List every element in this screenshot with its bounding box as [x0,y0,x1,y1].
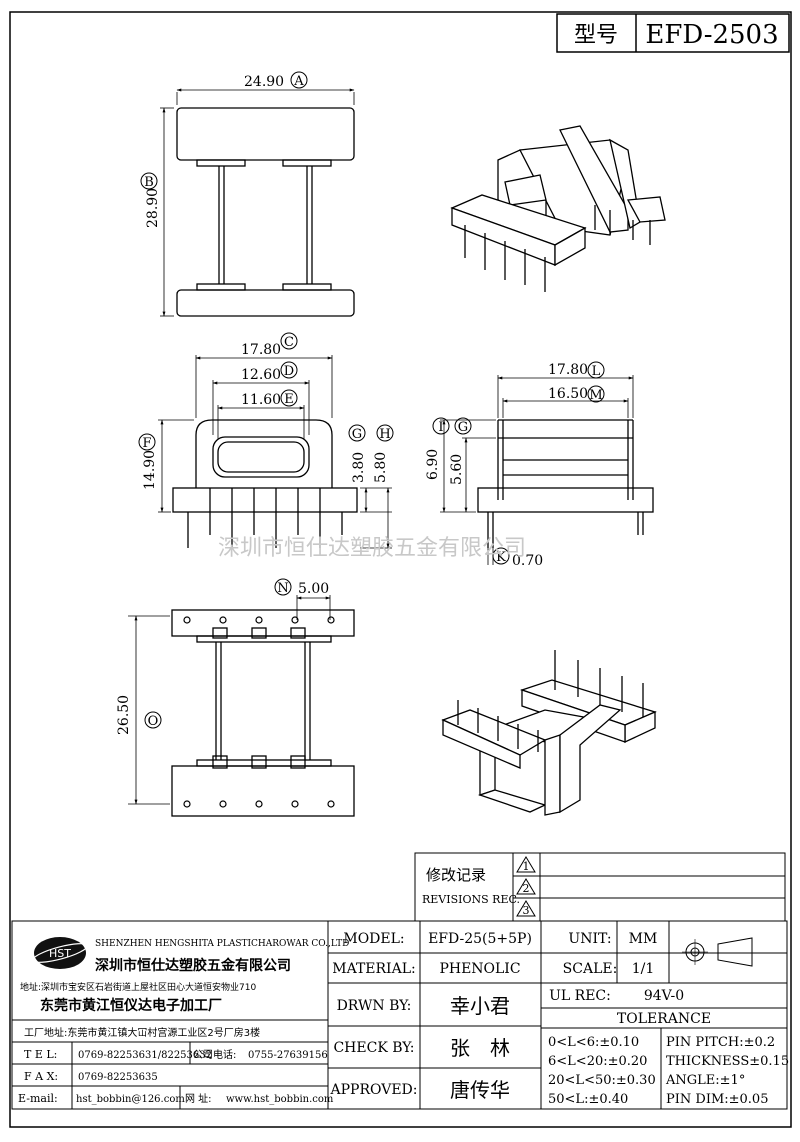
revisions-subtitle: REVISIONS REC. [422,893,520,906]
tolerance-label: TOLERANCE [617,1011,711,1027]
tol-left-3: 20<L<50:±0.30 [548,1073,656,1088]
approved-value: 唐传华 [450,1078,510,1102]
dim-h-letter: H [379,427,390,442]
material-label: MATERIAL: [332,961,415,977]
rev-mark-3: 3 [523,904,530,917]
tol-left-1: 0<L<6:±0.10 [548,1035,639,1050]
phone-value: 0755-27639156 [248,1050,328,1061]
company-address: 地址:深圳市宝安区石岩街道上屋社区田心大道恒安物业710 [20,981,256,993]
phone-label: 公司电话: [193,1048,236,1061]
dim-e-letter: E [284,392,294,407]
dim-f-letter: F [142,436,151,451]
dim-l-letter: L [592,364,601,379]
dim-d-letter: D [284,364,294,379]
material-value: PHENOLIC [439,961,520,977]
front-view [158,355,392,549]
scale-value: 1/1 [632,961,655,977]
company-name-cn: 深圳市恒仕达塑胶五金有限公司 [95,957,291,974]
bottom-view [128,595,355,817]
revisions-title: 修改记录 [426,866,486,884]
dim-k-letter: K [496,550,506,565]
company-logo-text: HST [49,947,71,960]
model-value: EFD-2503 [645,20,778,50]
dim-a-letter: A [293,74,304,89]
iso-view-top [450,125,666,292]
pin-holes [183,616,335,808]
projection-symbol [682,937,753,967]
dim-g2-letter: G [458,420,468,435]
dim-l-value: 17.80 [548,362,588,378]
revisions-block [414,852,786,922]
tol-left-2: 6<L<20:±0.20 [548,1054,647,1069]
dim-o-value: 26.50 [116,695,132,735]
email-value: hst_bobbin@126.com [76,1094,185,1105]
model-field-value: EFD-25(5+5P) [428,931,532,947]
watermark: 深圳市恒仕达塑胶五金有限公司 [218,536,526,561]
revision-marks [516,856,536,917]
model-label: 型号 [574,23,618,48]
check-value: 张 林 [450,1036,510,1060]
dim-h-value: 5.80 [373,452,389,483]
rev-mark-1: 1 [523,860,530,873]
tol-right-2: THICKNESS±0.15 [666,1054,789,1069]
dim-g2-value: 5.60 [449,454,465,485]
iso-view-bottom [441,650,657,816]
tol-right-1: PIN PITCH:±0.2 [666,1035,775,1050]
top-view [160,88,355,317]
check-label: CHECK BY: [333,1040,414,1056]
unit-label: UNIT: [568,931,611,947]
dim-i-letter: I [438,420,443,435]
dim-g-value: 3.80 [351,452,367,483]
fax-label: F A X: [24,1070,58,1083]
tel-value: 0769-82253631/82253632 [78,1050,212,1061]
factory-name: 东莞市黄江恒仪达电子加工厂 [40,997,222,1014]
model-field-label: MODEL: [343,931,404,947]
dim-d-value: 12.60 [241,367,281,383]
dim-o-letter: O [148,714,159,729]
rev-mark-2: 2 [523,882,530,895]
dim-n-letter: N [277,581,288,596]
company-name-en: SHENZHEN HENGSHITA PLASTICHAROWAR CO.,LT… [95,939,349,949]
drawn-label: DRWN BY: [337,998,412,1014]
email-label: E-mail: [18,1092,58,1105]
tel-label: T E L: [24,1048,57,1061]
dim-c-letter: C [284,335,294,350]
dim-k-value: 0.70 [512,553,543,569]
dim-c-value: 17.80 [241,342,281,358]
dim-m-value: 16.50 [548,386,588,402]
dim-n-value: 5.00 [298,581,329,597]
web-label: 网 址: [185,1092,212,1105]
dim-i-value: 6.90 [425,449,441,480]
tol-right-3: ANGLE:±1° [665,1073,745,1088]
approved-label: APPROVED: [330,1082,418,1098]
ul-label: UL REC: [549,988,611,1004]
factory-address: 工厂地址:东莞市黄江镇大冚村宫源工业区2号厂房3楼 [24,1026,260,1039]
sheet-border [9,11,792,1128]
dim-g-letter: G [352,427,362,442]
dim-f-value: 14.90 [142,450,158,490]
dim-a-value: 24.90 [244,74,284,90]
scale-label: SCALE: [563,961,618,977]
fax-value: 0769-82253635 [78,1072,158,1083]
unit-value: MM [629,931,658,947]
drawn-value: 幸小君 [450,994,510,1018]
web-value: www.hst_bobbin.com [226,1094,334,1105]
company-logo [32,937,88,969]
ul-value: 94V-0 [644,988,684,1004]
title-block-grid [11,920,788,1110]
tol-right-4: PIN DIM:±0.05 [666,1092,768,1107]
dim-m-letter: M [589,388,602,403]
dim-b-value: 28.90 [145,188,161,228]
dim-b-letter: B [144,175,154,190]
dim-e-value: 11.60 [241,392,281,408]
model-header: 型号 EFD-2503 [556,13,790,53]
tol-left-4: 50<L:±0.40 [548,1092,628,1107]
